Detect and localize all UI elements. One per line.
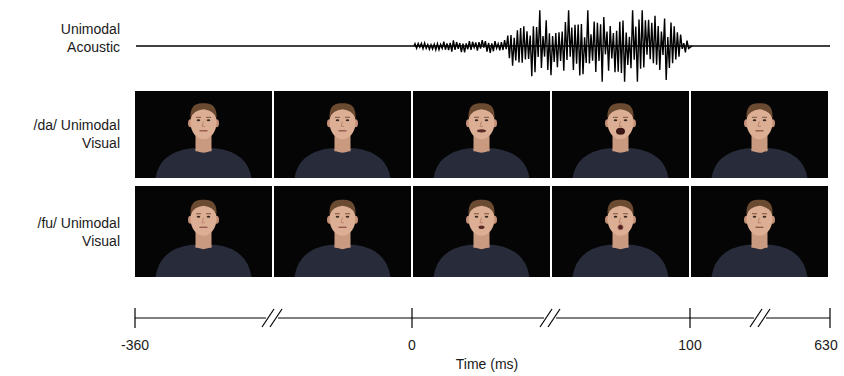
axis-break (540, 309, 560, 327)
axis-break (750, 309, 770, 327)
face-frame (413, 186, 550, 277)
tick-label: -360 (121, 336, 149, 354)
axis-tick (134, 308, 135, 328)
row-label: Unimodal Acoustic (16, 20, 120, 56)
face-frame (135, 91, 272, 178)
tick-label: 100 (678, 336, 701, 354)
tick-label: 630 (814, 336, 837, 354)
tick-label: 0 (408, 336, 416, 354)
axis-tick (829, 308, 830, 328)
face-frame (413, 91, 550, 178)
da-face-row (135, 91, 828, 178)
face-frame (691, 186, 828, 277)
axis-tick (689, 308, 690, 328)
row-label: /fu/ Unimodal Visual (16, 214, 120, 250)
time-axis (135, 308, 830, 328)
face-frame (552, 186, 689, 277)
face-frame (274, 91, 411, 178)
row-label: /da/ Unimodal Visual (16, 116, 120, 152)
acoustic-waveform (414, 10, 692, 81)
axis-break (262, 309, 282, 327)
face-frame (274, 186, 411, 277)
fu-face-row (135, 186, 828, 277)
axis-title: Time (ms) (456, 355, 518, 373)
face-frame (691, 91, 828, 178)
axis-tick (411, 308, 412, 328)
face-frame (552, 91, 689, 178)
face-frame (135, 186, 272, 277)
